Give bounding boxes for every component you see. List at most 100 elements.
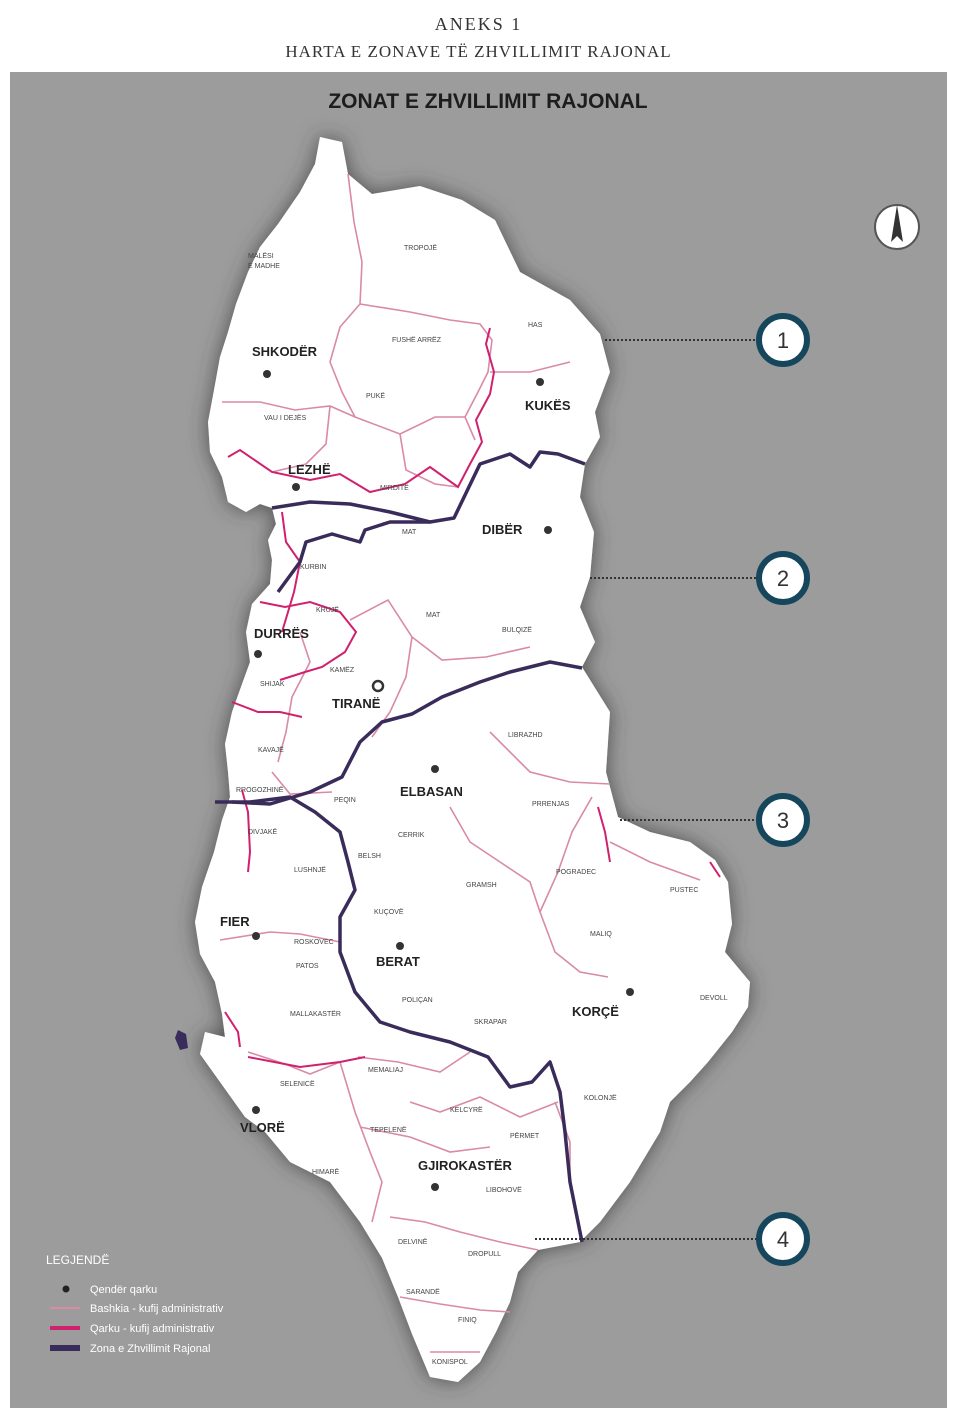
- muni-label: PRRENJAS: [532, 801, 570, 808]
- qark-center-dot-icon: [252, 932, 260, 940]
- island: [175, 1030, 188, 1050]
- zone-number: 1: [777, 328, 789, 353]
- muni-label: BULQIZË: [502, 626, 532, 634]
- muni-label: HIMARË: [312, 1168, 340, 1176]
- qark-label-kukes: KUKËS: [525, 398, 571, 413]
- zone-marker-2: 2: [590, 551, 810, 605]
- muni-label: FINIQ: [458, 1317, 477, 1324]
- qark-center-dot-icon: [544, 526, 552, 534]
- muni-label: ROSKOVEC: [294, 939, 334, 946]
- muni-label: CERRIK: [398, 832, 425, 839]
- north-arrow-icon: [874, 204, 920, 250]
- municipality-labels: MALËSI E MADHE TROPOJË HAS FUSHË ARRËZ P…: [236, 244, 728, 1366]
- qark-label-elbasan: ELBASAN: [400, 784, 463, 799]
- qark-label-korce: KORÇË: [572, 1004, 619, 1019]
- qark-label-vlore: VLORË: [240, 1120, 285, 1135]
- muni-label: KAVAJË: [258, 746, 284, 754]
- qark-label-gjirokaster: GJIROKASTËR: [418, 1158, 513, 1173]
- legend-item: Zona e Zhvillimit Rajonal: [90, 1343, 210, 1355]
- muni-label: LIBOHOVË: [486, 1186, 522, 1194]
- muni-label: DEVOLL: [700, 995, 728, 1002]
- zone-border-2-3: [276, 520, 430, 594]
- muni-label: KELCYRË: [450, 1106, 483, 1114]
- legend-dot-icon: [62, 1285, 70, 1293]
- legend: LEGJENDË Qendër qarku Bashkia - kufij ad…: [46, 1253, 224, 1355]
- muni-label: GRAMSH: [466, 882, 497, 889]
- muni-label: SHIJAK: [260, 681, 285, 688]
- muni-label: LUSHNJË: [294, 866, 326, 874]
- muni-label: VAU I DEJËS: [264, 414, 307, 422]
- muni-label: PUSTEC: [670, 887, 698, 894]
- muni-label: POLIÇAN: [402, 997, 433, 1004]
- qark-center-dot-icon: [431, 765, 439, 773]
- annex-label: ANEKS 1: [434, 14, 523, 34]
- zone-border-1-2: [271, 450, 586, 524]
- qark-center-dot-icon: [396, 942, 404, 950]
- municipal-borders: [219, 173, 701, 1353]
- qark-center-dot-icon: [252, 1106, 260, 1114]
- muni-label: FUSHË ARRËZ: [392, 336, 442, 344]
- zone-border-2-3b: [231, 660, 583, 806]
- muni-label: KAMËZ: [330, 666, 355, 674]
- muni-label: SKRAPAR: [474, 1019, 507, 1026]
- muni-label: TROPOJË: [404, 244, 437, 252]
- muni-label: HAS: [528, 322, 543, 329]
- map-frame: ZONAT E ZHVILLIMIT RAJONAL: [10, 72, 947, 1408]
- muni-label: KOLONJË: [584, 1094, 617, 1102]
- zone-number: 4: [777, 1227, 789, 1252]
- qark-label-shkoder: SHKODËR: [252, 344, 318, 359]
- muni-label: E MADHE: [248, 263, 280, 270]
- muni-label: DELVINË: [398, 1238, 428, 1246]
- qark-center-dots: [252, 370, 634, 1191]
- qark-label-lezhe: LEZHË: [288, 462, 331, 477]
- qark-center-dot-icon: [292, 483, 300, 491]
- qark-label-fier: FIER: [220, 914, 250, 929]
- map-subtitle: HARTA E ZONAVE TË ZHVILLIMIT RAJONAL: [285, 42, 672, 61]
- muni-label: MALLAKASTËR: [290, 1010, 341, 1018]
- muni-label: TEPELENË: [370, 1126, 407, 1134]
- muni-label: MALIQ: [590, 931, 612, 938]
- muni-label: SELENICË: [280, 1080, 315, 1088]
- muni-label: MEMALIAJ: [368, 1067, 403, 1074]
- zone-marker-3: 3: [620, 793, 810, 847]
- zone-border-3-4: [215, 795, 584, 1243]
- muni-label: BELSH: [358, 853, 381, 860]
- qark-label-diber: DIBËR: [482, 522, 523, 537]
- muni-label: PATOS: [296, 963, 319, 970]
- qark-center-dot-icon: [431, 1183, 439, 1191]
- qark-label-durres: DURRËS: [254, 626, 309, 641]
- qark-center-dot-icon: [254, 650, 262, 658]
- muni-label: KRUJË: [316, 606, 339, 614]
- zone-number: 2: [777, 566, 789, 591]
- zone-number: 3: [777, 808, 789, 833]
- muni-label: DIVJAKË: [248, 828, 278, 836]
- muni-label: LIBRAZHD: [508, 732, 543, 739]
- country-land: [195, 137, 750, 1382]
- qark-center-dot-icon: [371, 679, 385, 693]
- muni-label: MAT: [426, 612, 441, 619]
- muni-label: PËRMET: [510, 1132, 540, 1140]
- zone-borders: [215, 450, 586, 1243]
- qark-label-berat: BERAT: [376, 954, 420, 969]
- map-canvas: ZONAT E ZHVILLIMIT RAJONAL: [46, 90, 920, 1382]
- muni-label: KURBIN: [300, 564, 326, 571]
- muni-label: KUÇOVË: [374, 908, 404, 916]
- muni-label: PEQIN: [334, 797, 356, 804]
- legend-item: Qendër qarku: [90, 1284, 157, 1296]
- legend-item: Bashkia - kufij administrativ: [90, 1303, 224, 1315]
- muni-label: MIRDITË: [380, 484, 409, 492]
- qark-center-dot-icon: [536, 378, 544, 386]
- muni-label: POGRADEC: [556, 869, 596, 876]
- muni-label: MAT: [402, 529, 417, 536]
- qark-center-dot-icon: [626, 988, 634, 996]
- qark-labels: SHKODËR KUKËS LEZHË DIBËR DURRËS TIRANË …: [220, 344, 619, 1173]
- map-title: ZONAT E ZHVILLIMIT RAJONAL: [328, 90, 647, 113]
- qark-center-dot-icon: [263, 370, 271, 378]
- muni-label: PUKË: [366, 392, 385, 400]
- muni-label: DROPULL: [468, 1251, 501, 1258]
- muni-label: KONISPOL: [432, 1359, 468, 1366]
- muni-label: SARANDË: [406, 1288, 440, 1296]
- zone-marker-1: 1: [605, 313, 810, 367]
- legend-item: Qarku - kufij administrativ: [90, 1323, 215, 1335]
- muni-label: MALËSI: [248, 252, 274, 260]
